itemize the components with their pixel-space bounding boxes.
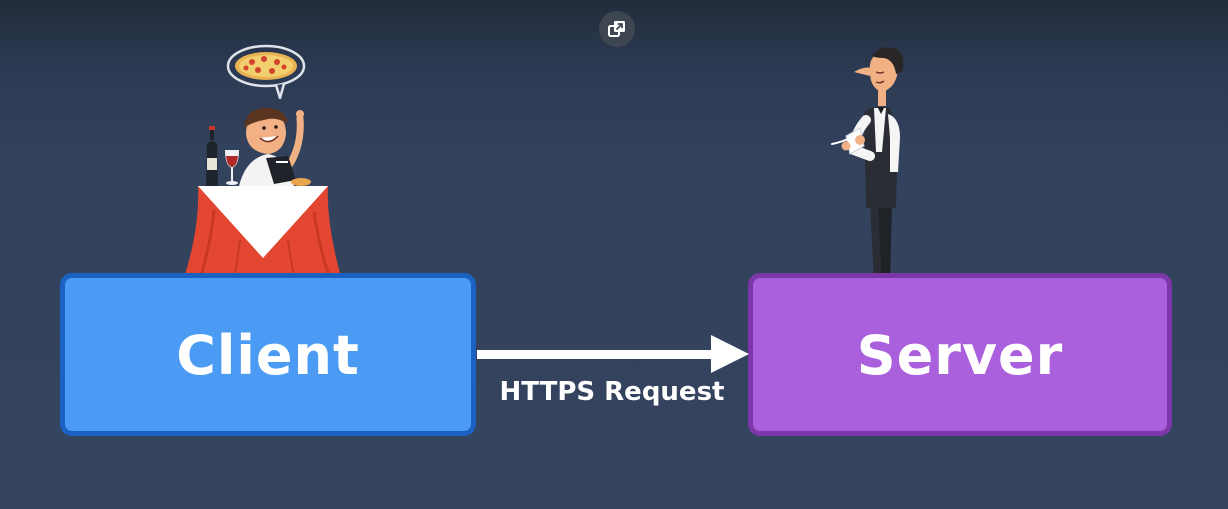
- wine-bottle: [206, 126, 218, 186]
- popout-button[interactable]: [599, 11, 635, 47]
- client-label: Client: [176, 324, 360, 387]
- diner-illustration: [180, 44, 345, 298]
- diner-person: [239, 107, 311, 186]
- server-node: Server: [748, 273, 1172, 436]
- server-label: Server: [856, 324, 1064, 387]
- waiter-illustration: [831, 47, 904, 294]
- pizza-thought-bubble: [226, 44, 306, 100]
- client-node: Client: [60, 273, 476, 436]
- waiter-person: [831, 47, 904, 294]
- popout-icon: [608, 21, 625, 37]
- request-arrow: [477, 335, 749, 373]
- wine-glass: [225, 150, 239, 185]
- arrow-label: HTTPS Request: [499, 377, 725, 407]
